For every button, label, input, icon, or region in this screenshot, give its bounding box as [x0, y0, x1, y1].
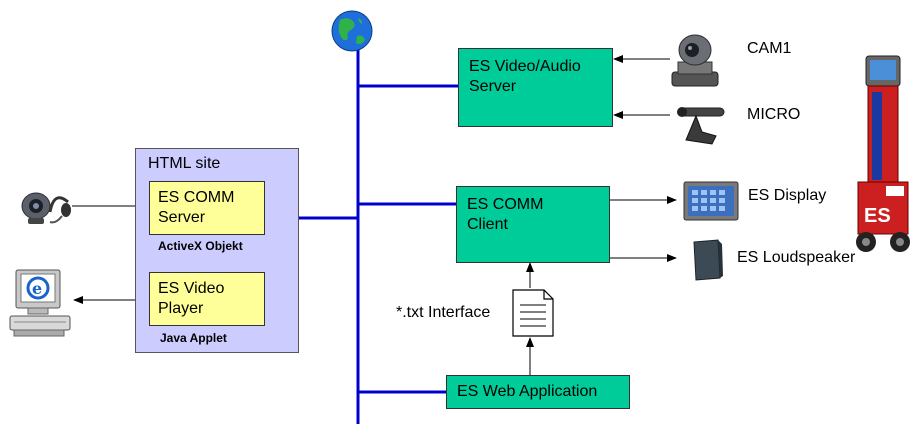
microphone-icon	[672, 100, 730, 148]
webcam-headset-icon	[18, 184, 72, 228]
es-video-audio-server-box: ES Video/Audio Server	[458, 48, 613, 127]
micro-label: MICRO	[747, 106, 801, 123]
es-comm-server-box: ES COMM Server	[149, 181, 265, 235]
txt-interface-label: *.txt Interface	[396, 304, 491, 321]
es-loudspeaker-label: ES Loudspeaker	[737, 249, 856, 266]
ptz-camera-icon	[668, 32, 722, 88]
svg-text:ES: ES	[864, 205, 891, 227]
es-video-player-box: ES Video Player	[149, 272, 265, 326]
html-site-title: HTML site	[148, 155, 221, 172]
es-display-label: ES Display	[748, 187, 827, 204]
display-panel-icon	[683, 181, 739, 221]
loudspeaker-icon	[690, 238, 724, 282]
globe-icon	[331, 10, 373, 52]
es-comm-client-box: ES COMM Client	[456, 186, 610, 263]
java-applet-caption: Java Applet	[160, 331, 227, 345]
svg-text:e: e	[32, 279, 42, 298]
robot-kiosk-icon: ES	[852, 52, 914, 262]
cam1-label: CAM1	[747, 40, 792, 57]
computer-ie-icon: e	[8, 268, 74, 338]
activex-caption: ActiveX Objekt	[158, 239, 243, 253]
es-web-application-box: ES Web Application	[446, 375, 630, 409]
document-icon	[510, 288, 556, 338]
